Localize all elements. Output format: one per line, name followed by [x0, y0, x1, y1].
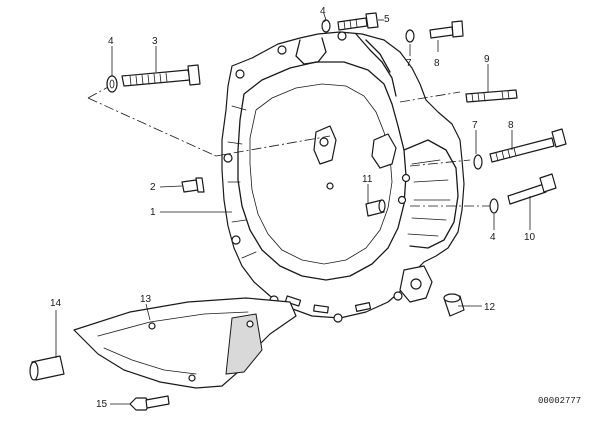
callout-2: 2 — [150, 182, 156, 193]
washer-4-right — [489, 198, 499, 214]
callout-7b: 7 — [472, 120, 478, 131]
washer-4-top — [321, 19, 331, 33]
transmission-housing — [221, 31, 465, 323]
catalog-number: 00002777 — [538, 396, 581, 406]
callout-1: 1 — [150, 207, 156, 218]
callout-12: 12 — [484, 302, 496, 313]
callout-7a: 7 — [406, 58, 412, 69]
callout-10: 10 — [524, 232, 536, 243]
callout-4b: 4 — [320, 6, 326, 17]
callout-3: 3 — [152, 36, 158, 47]
callout-4c: 4 — [490, 232, 496, 243]
callout-9: 9 — [484, 54, 490, 65]
washer-7-top — [405, 29, 415, 43]
bolt-8-right — [489, 128, 567, 163]
bolt-3 — [121, 64, 201, 87]
bolt-15 — [129, 395, 170, 411]
callout-11: 11 — [362, 174, 373, 185]
cover-plate-13 — [73, 297, 297, 389]
callout-14: 14 — [50, 298, 62, 309]
callout-8b: 8 — [508, 120, 514, 131]
bolt-8-top — [429, 20, 464, 39]
bolt-5 — [337, 12, 379, 31]
clip-14 — [29, 355, 65, 381]
callout-13: 13 — [140, 294, 152, 305]
callout-5: 5 — [384, 14, 390, 25]
plug-12 — [443, 293, 465, 317]
pin-2 — [181, 177, 205, 193]
washer-7-right — [473, 154, 483, 170]
bolt-10 — [507, 173, 557, 205]
callout-8a: 8 — [434, 58, 440, 69]
callout-15: 15 — [96, 399, 108, 410]
washer-4-left — [106, 75, 118, 93]
stud-9 — [465, 89, 518, 103]
callout-4a: 4 — [108, 36, 114, 47]
dowel-11 — [365, 199, 386, 217]
leader-lines — [55, 13, 531, 405]
